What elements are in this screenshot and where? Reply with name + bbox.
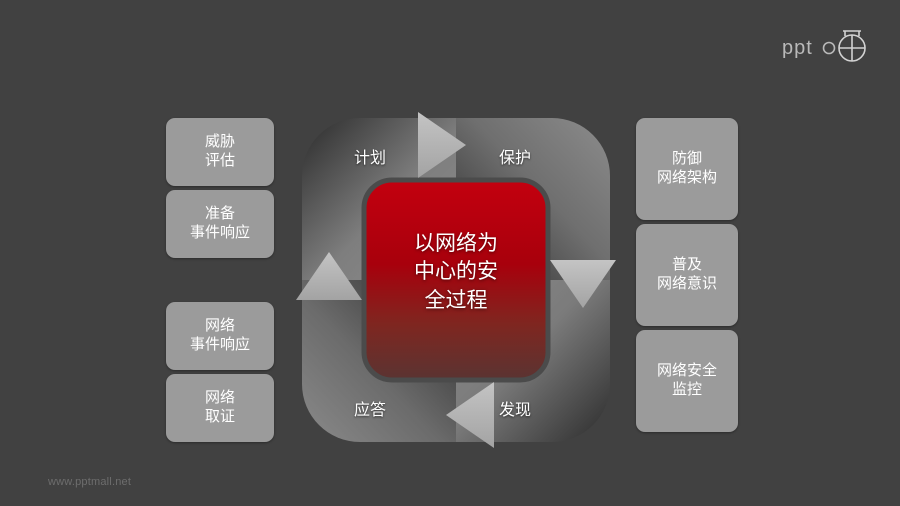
left-box-network-incident-response[interactable]: 网络 事件响应: [166, 302, 274, 370]
right-box-network-awareness[interactable]: 普及 网络意识: [636, 224, 738, 326]
footer-watermark: www.pptmall.net: [48, 476, 132, 488]
arrow-respond-to-plan-icon: [296, 252, 362, 300]
left-box-label: 网络 取证: [204, 389, 235, 425]
left-box-label: 网络 事件响应: [189, 317, 250, 353]
left-box-threat-assessment[interactable]: 威胁 评估: [166, 118, 274, 186]
right-box-defensive-network-architecture[interactable]: 防御 网络架构: [636, 118, 738, 220]
left-box-incident-readiness[interactable]: 准备 事件响应: [166, 190, 274, 258]
arrow-protect-to-detect-icon: [550, 260, 616, 308]
right-box-label: 防御 网络架构: [656, 150, 717, 186]
left-box-label: 威胁 评估: [204, 133, 235, 169]
left-box-network-forensics[interactable]: 网络 取证: [166, 374, 274, 442]
arrow-detect-to-respond-icon: [446, 382, 494, 448]
pptmall-logo: ppt: [782, 24, 882, 72]
right-box-label: 网络安全 监控: [656, 362, 717, 398]
security-cycle-diagram: 计划 保护 发现 应答 以网络为 中心的安 全过程: [296, 112, 616, 448]
quadrant-label-protect: 保护: [499, 150, 532, 167]
spacer: [166, 258, 274, 302]
logo-wordmark: ppt: [782, 37, 813, 59]
left-label-column: 威胁 评估 准备 事件响应 网络 事件响应 网络 取证: [166, 118, 274, 442]
quadrant-label-plan: 计划: [354, 150, 387, 167]
quadrant-label-respond: 应答: [354, 402, 387, 419]
quadrant-label-detect: 发现: [499, 402, 532, 419]
logo-small-circle-icon: [822, 41, 836, 55]
logo-svg: ppt: [782, 30, 866, 62]
right-label-column: 防御 网络架构 普及 网络意识 网络安全 监控: [636, 118, 738, 432]
arrow-plan-to-protect-icon: [418, 112, 466, 178]
cycle-svg: [296, 112, 616, 448]
right-box-label: 普及 网络意识: [656, 256, 717, 292]
center-red-panel[interactable]: [361, 177, 551, 383]
right-box-network-security-monitoring[interactable]: 网络安全 监控: [636, 330, 738, 432]
center-panel-text: 以网络为 中心的安 全过程: [414, 232, 498, 312]
left-box-label: 准备 事件响应: [189, 205, 250, 241]
